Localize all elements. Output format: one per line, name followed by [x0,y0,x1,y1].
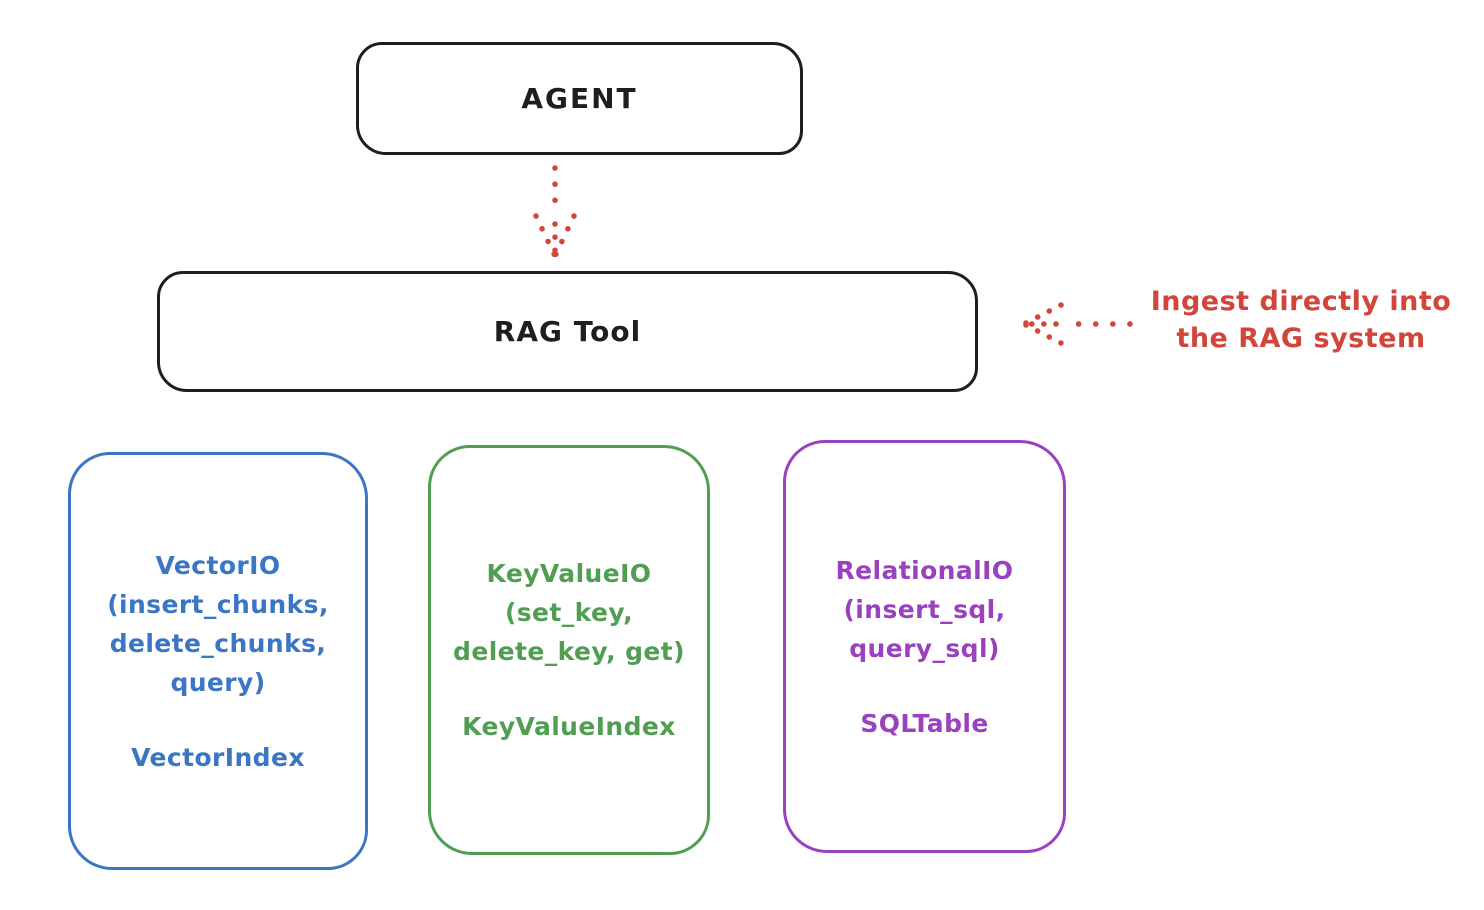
relational-io-body: RelationalIO (insert_sql, query_sql) [835,555,1014,663]
relational-io-footer: SQLTable [860,708,989,738]
rag-tool-node: RAG Tool [157,271,978,392]
vector-io-body: VectorIO (insert_chunks, delete_chunks, … [107,550,329,697]
keyvalue-io-footer: KeyValueIndex [462,712,676,741]
vector-io-node: VectorIO (insert_chunks, delete_chunks, … [68,452,368,870]
relational-io-node: RelationalIO (insert_sql, query_sql) SQL… [783,440,1066,853]
agent-node: AGENT [356,42,803,155]
keyvalue-io-node: KeyValueIO (set_key, delete_key, get) Ke… [428,445,710,855]
agent-label: AGENT [521,82,638,115]
keyvalue-io-body: KeyValueIO (set_key, delete_key, get) [453,559,685,666]
rag-tool-label: RAG Tool [493,315,642,348]
vector-io-footer: VectorIndex [131,742,305,772]
dotted-arrow-down-icon [533,165,577,259]
dotted-arrow-left-icon [1023,302,1133,346]
ingest-annotation: Ingest directly into the RAG system [1150,286,1452,354]
